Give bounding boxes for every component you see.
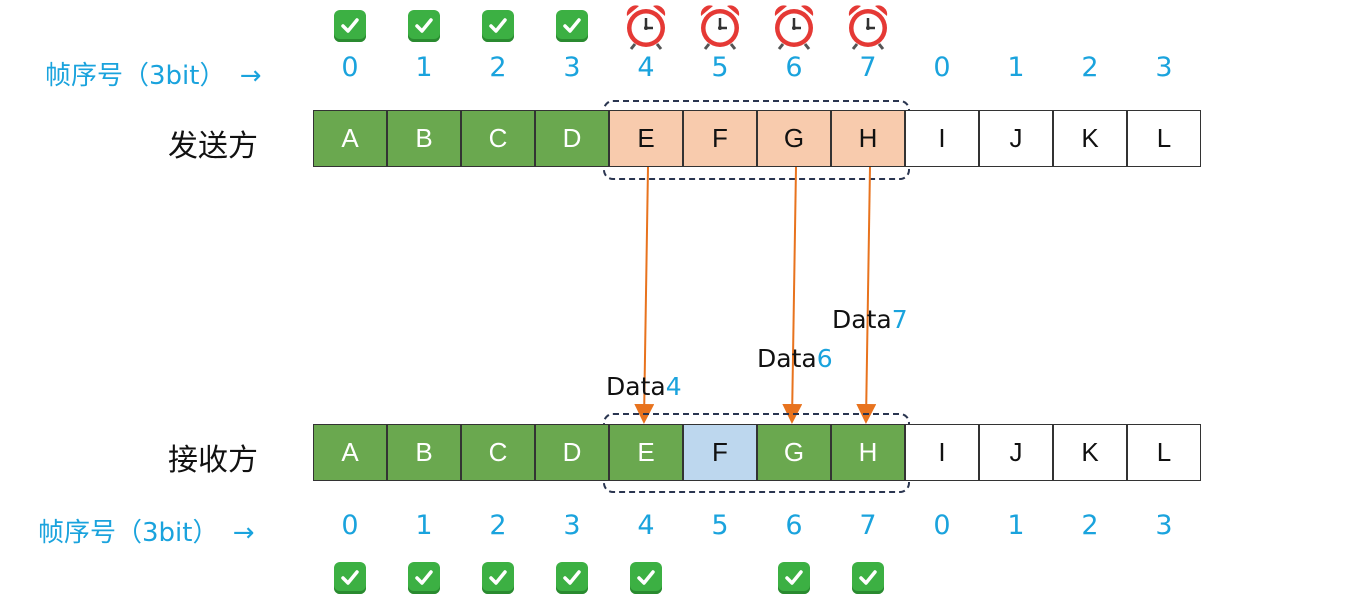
receiver-seq-number: 0 bbox=[341, 510, 359, 541]
sender-seq-number: 2 bbox=[489, 52, 507, 83]
sender-seq-number: 4 bbox=[637, 52, 655, 83]
receiver-seq-number: 0 bbox=[933, 510, 951, 541]
sender-frame: I bbox=[905, 110, 979, 167]
sender-frame: L bbox=[1127, 110, 1201, 167]
check-icon bbox=[408, 562, 440, 594]
sender-seq-label-text: 帧序号（3bit） bbox=[45, 61, 226, 91]
data-word: Data bbox=[757, 344, 817, 373]
transmission-arrow bbox=[782, 166, 803, 424]
receiver-seq-number: 2 bbox=[1081, 510, 1099, 541]
check-icon bbox=[852, 562, 884, 594]
sender-frame: D bbox=[535, 110, 609, 167]
receiver-frame: B bbox=[387, 424, 461, 481]
receiver-seq-label: 帧序号（3bit） → bbox=[38, 512, 255, 549]
receiver-seq-number: 6 bbox=[785, 510, 803, 541]
check-icon bbox=[556, 562, 588, 594]
sender-seq-number: 6 bbox=[785, 52, 803, 83]
sender-frame: F bbox=[683, 110, 757, 167]
data-seq-number: 7 bbox=[891, 305, 908, 334]
receiver-frame: H bbox=[831, 424, 905, 481]
receiver-seq-number: 4 bbox=[637, 510, 655, 541]
check-icon bbox=[482, 562, 514, 594]
check-icon bbox=[630, 562, 662, 594]
data-seq-number: 6 bbox=[816, 344, 833, 373]
check-icon bbox=[334, 562, 366, 594]
receiver-seq-number: 2 bbox=[489, 510, 507, 541]
sender-label: 发送方 bbox=[168, 129, 258, 164]
receiver-frame: F bbox=[683, 424, 757, 481]
receiver-frame: G bbox=[757, 424, 831, 481]
receiver-frame: C bbox=[461, 424, 535, 481]
receiver-seq-number: 5 bbox=[711, 510, 729, 541]
data-frame-label: Data4 bbox=[606, 372, 682, 401]
arrow-right-icon: → bbox=[239, 61, 262, 91]
receiver-frame: D bbox=[535, 424, 609, 481]
sender-frame: C bbox=[461, 110, 535, 167]
sender-frame: E bbox=[609, 110, 683, 167]
sender-seq-number: 3 bbox=[1155, 52, 1173, 83]
sender-seq-number: 2 bbox=[1081, 52, 1099, 83]
data-frame-label: Data6 bbox=[757, 344, 833, 373]
sender-frame: B bbox=[387, 110, 461, 167]
alarm-clock-icon bbox=[622, 2, 670, 50]
receiver-frame: I bbox=[905, 424, 979, 481]
receiver-seq-number: 1 bbox=[1007, 510, 1025, 541]
transmission-arrow bbox=[634, 166, 655, 424]
sender-frame: A bbox=[313, 110, 387, 167]
alarm-clock-icon bbox=[844, 2, 892, 50]
receiver-seq-number: 3 bbox=[1155, 510, 1173, 541]
receiver-seq-label-text: 帧序号（3bit） bbox=[38, 518, 219, 548]
sender-seq-number: 3 bbox=[563, 52, 581, 83]
sender-seq-number: 5 bbox=[711, 52, 729, 83]
data-frame-label: Data7 bbox=[832, 305, 908, 334]
receiver-seq-number: 3 bbox=[563, 510, 581, 541]
alarm-clock-icon bbox=[696, 2, 744, 50]
data-word: Data bbox=[832, 305, 892, 334]
check-icon bbox=[408, 10, 440, 42]
check-icon bbox=[556, 10, 588, 42]
sender-seq-number: 0 bbox=[341, 52, 359, 83]
receiver-frame: A bbox=[313, 424, 387, 481]
data-word: Data bbox=[606, 372, 666, 401]
check-icon bbox=[778, 562, 810, 594]
arrow-right-icon: → bbox=[232, 518, 255, 548]
receiver-frame: K bbox=[1053, 424, 1127, 481]
receiver-seq-number: 1 bbox=[415, 510, 433, 541]
check-icon bbox=[482, 10, 514, 42]
alarm-clock-icon bbox=[770, 2, 818, 50]
sender-frame: G bbox=[757, 110, 831, 167]
sender-seq-number: 1 bbox=[415, 52, 433, 83]
sender-frame: K bbox=[1053, 110, 1127, 167]
check-icon bbox=[334, 10, 366, 42]
sender-frame: J bbox=[979, 110, 1053, 167]
receiver-frame: L bbox=[1127, 424, 1201, 481]
transmission-arrow bbox=[856, 166, 877, 424]
receiver-seq-number: 7 bbox=[859, 510, 877, 541]
data-seq-number: 4 bbox=[665, 372, 682, 401]
receiver-label: 接收方 bbox=[168, 443, 258, 478]
receiver-frame: J bbox=[979, 424, 1053, 481]
sender-seq-number: 7 bbox=[859, 52, 877, 83]
sender-seq-number: 0 bbox=[933, 52, 951, 83]
sender-seq-label: 帧序号（3bit） → bbox=[45, 55, 262, 92]
sender-frame: H bbox=[831, 110, 905, 167]
receiver-frame: E bbox=[609, 424, 683, 481]
sender-seq-number: 1 bbox=[1007, 52, 1025, 83]
